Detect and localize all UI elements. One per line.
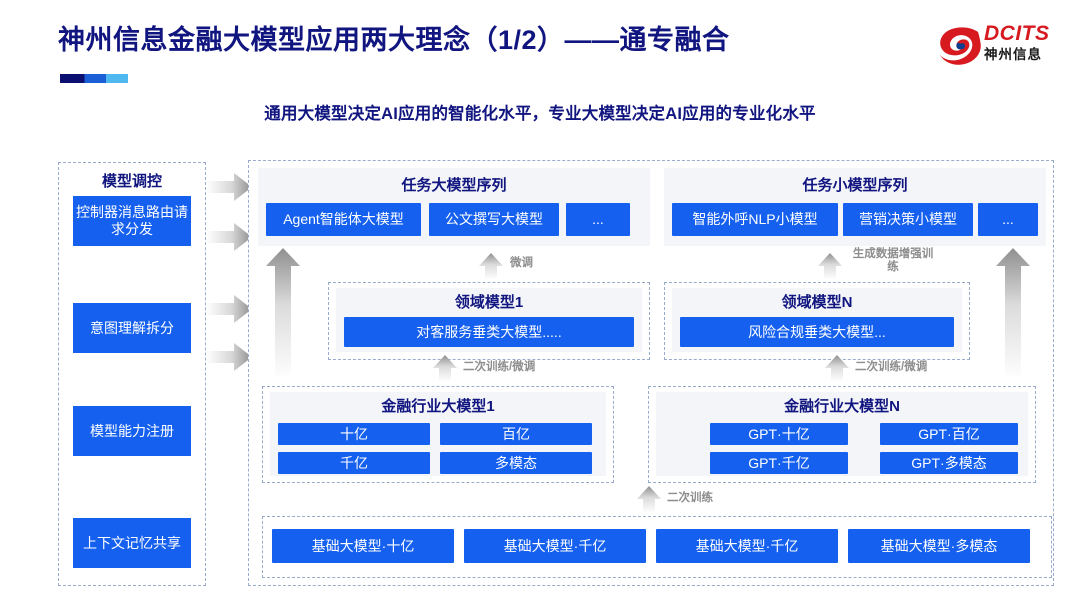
foundation-item-multimodal[interactable]: 基础大模型·多模态 xyxy=(848,529,1030,563)
logo-chinese-text: 神州信息 xyxy=(984,47,1042,62)
page-title: 神州信息金融大模型应用两大理念（1/2）——通专融合 xyxy=(58,25,730,55)
industry-left-item-1b[interactable]: 十亿 xyxy=(278,423,430,445)
flow-arrow-right-4 xyxy=(206,343,252,371)
page-subtitle: 通用大模型决定AI应用的智能化水平，专业大模型决定AI应用的专业化水平 xyxy=(264,105,816,123)
domain-right-title: 领域模型N xyxy=(781,294,853,311)
task-large-item-more[interactable]: ... xyxy=(566,203,630,236)
industry-left-item-10b[interactable]: 百亿 xyxy=(440,423,592,445)
flow-arrow-up-finetune xyxy=(479,253,503,279)
flow-arrow-right-3 xyxy=(206,295,252,323)
foundation-item-100b-a[interactable]: 基础大模型·千亿 xyxy=(464,529,646,563)
domain-left-title: 领域模型1 xyxy=(454,294,524,311)
flow-arrow-right-2 xyxy=(206,223,252,251)
arrow-label-retrain-finetune-left: 二次训练/微调 xyxy=(463,361,536,373)
flow-arrow-up-retrain-right xyxy=(825,355,849,381)
arrow-label-finetune: 微调 xyxy=(510,257,533,269)
task-large-item-agent[interactable]: Agent智能体大模型 xyxy=(266,203,421,236)
industry-right-title: 金融行业大模型N xyxy=(784,398,900,415)
task-large-item-document[interactable]: 公文撰写大模型 xyxy=(429,203,559,236)
arrow-label-retrain-finetune-right: 二次训练/微调 xyxy=(855,361,928,373)
flow-arrow-up-right-tall xyxy=(996,248,1030,376)
title-underline-bar xyxy=(60,74,128,83)
foundation-item-1b[interactable]: 基础大模型·十亿 xyxy=(272,529,454,563)
task-large-title: 任务大模型序列 xyxy=(401,177,507,194)
domain-left-item-customer-service[interactable]: 对客服务垂类大模型..... xyxy=(344,317,634,347)
industry-right-item-gpt-multimodal[interactable]: GPT·多模态 xyxy=(880,452,1018,474)
flow-arrow-up-left-tall xyxy=(266,248,300,376)
sidebar-item-context-memory[interactable]: 上下文记忆共享 xyxy=(73,518,191,568)
task-small-title: 任务小模型序列 xyxy=(802,177,908,194)
industry-left-title: 金融行业大模型1 xyxy=(381,398,495,415)
task-small-item-more[interactable]: ... xyxy=(978,203,1038,236)
industry-left-item-100b[interactable]: 千亿 xyxy=(278,452,430,474)
foundation-item-100b-b[interactable]: 基础大模型·千亿 xyxy=(656,529,838,563)
task-small-item-marketing[interactable]: 营销决策小模型 xyxy=(843,203,973,236)
arrow-label-data-augmentation: 生成数据增强训练 xyxy=(852,248,934,273)
arrow-label-retrain: 二次训练 xyxy=(667,492,713,504)
industry-right-item-gpt-100b[interactable]: GPT·千亿 xyxy=(710,452,848,474)
flow-arrow-up-data-aug xyxy=(818,253,842,279)
industry-right-item-gpt-10b[interactable]: GPT·百亿 xyxy=(880,423,1018,445)
sidebar-item-capability-registry[interactable]: 模型能力注册 xyxy=(73,406,191,456)
flow-arrow-right-1 xyxy=(206,173,252,201)
industry-left-item-multimodal[interactable]: 多模态 xyxy=(440,452,592,474)
domain-right-item-risk-compliance[interactable]: 风险合规垂类大模型... xyxy=(680,317,954,347)
task-small-item-nlp-outbound[interactable]: 智能外呼NLP小模型 xyxy=(672,203,838,236)
flow-arrow-up-retrain-center xyxy=(637,486,661,512)
dcits-logo: DCITS 神州信息 xyxy=(938,22,1064,76)
industry-right-item-gpt-1b[interactable]: GPT·十亿 xyxy=(710,423,848,445)
sidebar-item-intent-parsing[interactable]: 意图理解拆分 xyxy=(73,303,191,353)
sidebar-title: 模型调控 xyxy=(101,173,162,190)
sidebar-item-controller-routing[interactable]: 控制器消息路由请求分发 xyxy=(73,196,191,246)
flow-arrow-up-retrain-left xyxy=(433,355,457,381)
dcits-swirl-icon xyxy=(940,27,981,65)
logo-english-text: DCITS xyxy=(984,22,1050,45)
